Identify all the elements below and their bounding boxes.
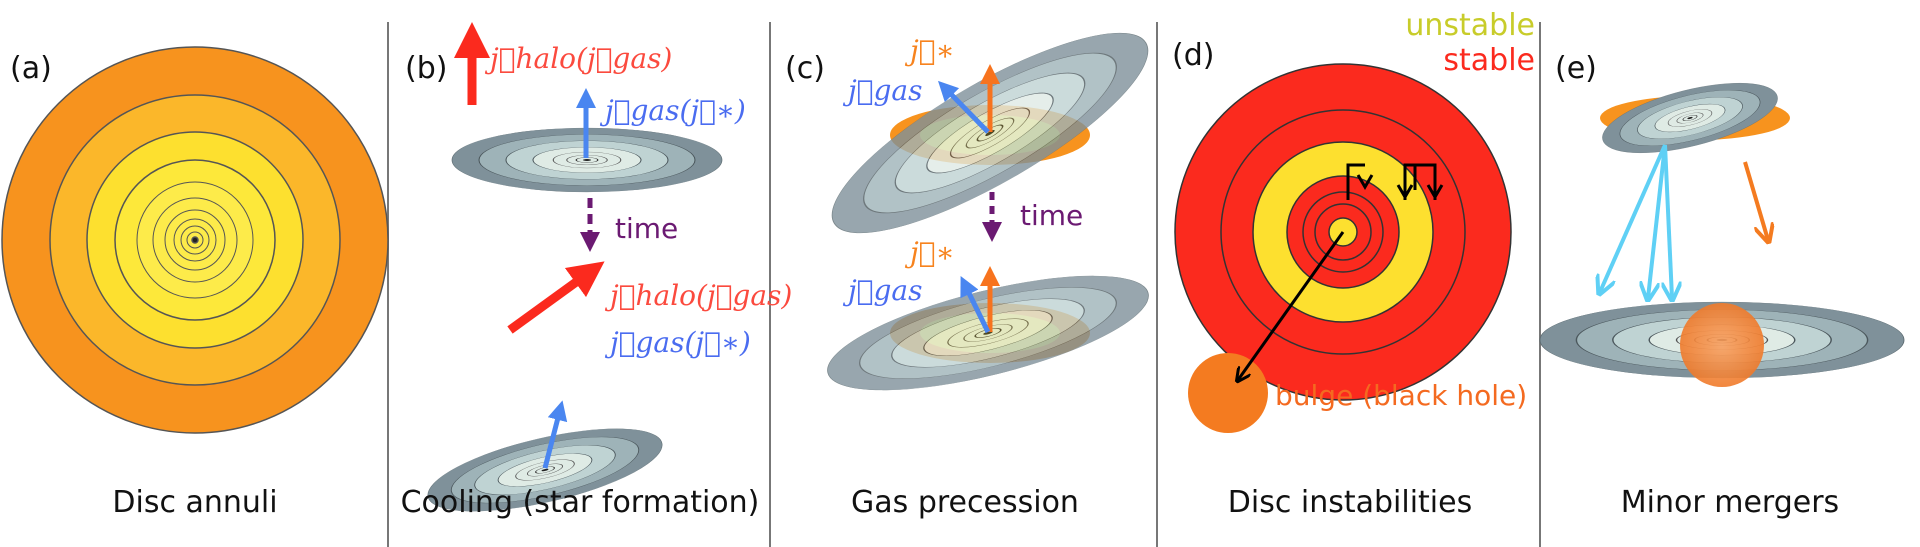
bulge xyxy=(1188,353,1268,433)
panel-tag: (c) xyxy=(785,51,825,86)
stellar-infall-arrow-icon xyxy=(1743,161,1768,240)
gas-infall-arrows-icon xyxy=(1600,144,1672,298)
gas-label: j⃗gas(j⃗∗) xyxy=(599,94,746,127)
unstable-label: unstable xyxy=(1405,8,1535,43)
halo-label: j⃗halo(j⃗gas) xyxy=(484,42,672,75)
panel-tag: (d) xyxy=(1172,38,1214,73)
panel-tag: (e) xyxy=(1555,51,1597,86)
panel-caption: Cooling (star formation) xyxy=(401,485,760,520)
panel-caption: Gas precession xyxy=(851,485,1079,520)
panel-caption: Disc annuli xyxy=(112,485,277,520)
inflow-arrows-icon xyxy=(1346,163,1444,200)
merging-satellite xyxy=(1680,303,1764,387)
time-label: time xyxy=(615,212,678,245)
panel-caption: Disc instabilities xyxy=(1228,485,1472,520)
panel-tag: (b) xyxy=(405,51,447,86)
time-label: time xyxy=(1020,199,1083,232)
panel-d: (d) unstable stable bulge (black hole) D… xyxy=(1172,8,1535,520)
panel-dividers xyxy=(387,22,1541,547)
panel-e: (e) Minor mergers xyxy=(1540,51,1904,520)
stable-label: stable xyxy=(1443,43,1535,78)
disc-annuli-rings xyxy=(1,46,389,434)
gas-label-2: j⃗gas xyxy=(842,274,922,307)
halo-label-2: j⃗halo(j⃗gas) xyxy=(604,279,792,312)
gas-arrow-icon xyxy=(960,276,991,334)
gas-arrow-icon xyxy=(938,80,990,134)
bulge-label: bulge (black hole) xyxy=(1275,379,1527,412)
satellite-gas-disc xyxy=(1596,69,1784,167)
halo-arrow-tilted-icon xyxy=(507,261,605,334)
panel-c: (c) j⃗gas j⃗∗ time j⃗gas j⃗∗ Gas precess… xyxy=(785,0,1171,520)
star-label-2: j⃗∗ xyxy=(904,236,955,269)
panel-caption: Minor mergers xyxy=(1621,485,1839,520)
gas-label-2: j⃗gas(j⃗∗) xyxy=(604,326,751,359)
bulge-arrow-icon xyxy=(1238,231,1345,380)
gas-label: j⃗gas xyxy=(842,74,922,107)
panel-tag: (a) xyxy=(10,51,52,86)
panel-a: (a) Disc annuli xyxy=(1,46,389,520)
star-label: j⃗∗ xyxy=(904,34,955,67)
panel-b: (b) j⃗halo(j⃗gas) j⃗gas(j⃗∗) time j⃗halo… xyxy=(401,22,792,528)
gas-arrow-tilted-icon xyxy=(542,400,568,469)
